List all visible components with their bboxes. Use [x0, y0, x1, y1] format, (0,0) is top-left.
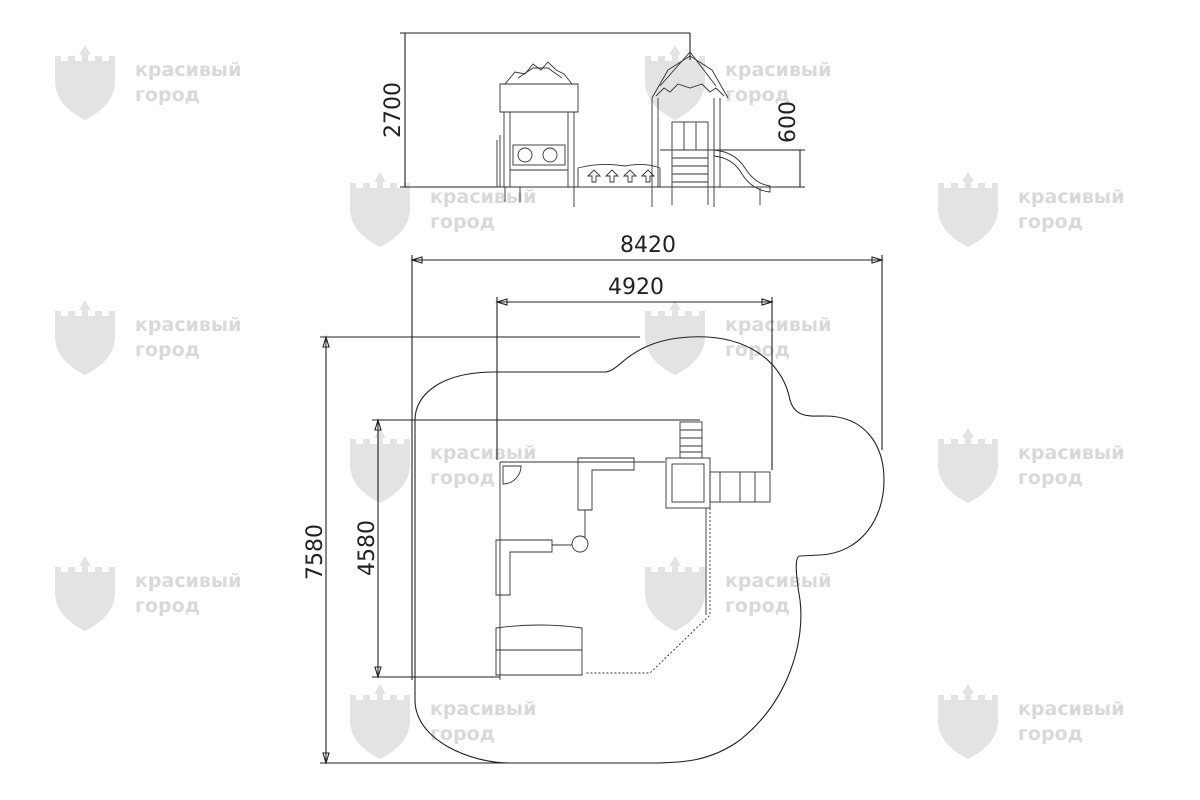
castle-shield-icon — [938, 172, 998, 247]
watermark: красивый город — [55, 300, 241, 375]
castle-shield-icon — [645, 45, 705, 120]
left-house-elevation — [496, 61, 579, 207]
watermark: красивый город — [938, 428, 1124, 503]
castle-shield-icon — [645, 300, 705, 375]
watermark-line2: город — [135, 84, 200, 106]
dim-height-total: 2700 — [381, 82, 406, 138]
watermark: красивый город — [938, 172, 1124, 247]
plan-view: 8420 4920 7580 4580 — [303, 233, 885, 765]
castle-shield-icon — [55, 556, 115, 631]
watermark-line2: город — [430, 467, 495, 489]
castle-shield-icon — [645, 556, 705, 631]
watermark-line1: красивый — [1018, 442, 1124, 464]
watermark-line1: красивый — [430, 442, 536, 464]
castle-shield-icon — [350, 684, 410, 759]
watermark-line1: красивый — [1018, 698, 1124, 720]
watermark-line1: красивый — [135, 314, 241, 336]
watermark-line2: город — [725, 595, 790, 617]
watermark-line2: город — [1018, 723, 1083, 745]
watermark: красивый город — [55, 45, 241, 120]
watermark-line1: красивый — [430, 186, 536, 208]
castle-shield-icon — [938, 428, 998, 503]
watermark-line2: город — [725, 84, 790, 106]
watermark-line1: красивый — [135, 59, 241, 81]
watermark: красивый город — [938, 684, 1124, 759]
watermark-line2: город — [1018, 467, 1083, 489]
dim-depth-inner: 4580 — [355, 520, 380, 576]
castle-shield-icon — [55, 300, 115, 375]
watermark: красивый город — [55, 556, 241, 631]
watermark-line1: красивый — [725, 314, 831, 336]
castle-shield-icon — [55, 45, 115, 120]
watermark: красивый город — [350, 684, 536, 759]
watermark-line1: красивый — [725, 59, 831, 81]
watermark-line2: город — [135, 595, 200, 617]
watermark-line2: город — [1018, 211, 1083, 233]
watermark: красивый город — [350, 172, 536, 247]
dim-height-platform: 600 — [776, 101, 801, 143]
castle-shield-icon — [938, 684, 998, 759]
dim-depth-total: 7580 — [303, 524, 328, 580]
dim-width-total: 8420 — [620, 233, 676, 258]
watermark-line2: город — [430, 211, 495, 233]
watermark-line2: город — [430, 723, 495, 745]
castle-shield-icon — [350, 428, 410, 503]
elevation-view: 2700 600 — [381, 32, 805, 207]
castle-shield-icon — [350, 172, 410, 247]
watermark: красивый город — [350, 428, 536, 503]
safety-zone-outline — [414, 336, 885, 764]
watermark-line1: красивый — [1018, 186, 1124, 208]
tower-elevation — [651, 51, 729, 207]
watermark-line1: красивый — [430, 698, 536, 720]
fence-elevation — [577, 163, 661, 188]
watermark-line2: город — [135, 339, 200, 361]
watermark-layer: красивый город красивый город красивый город к… — [55, 45, 1124, 759]
watermark: красивый город — [645, 556, 831, 631]
equipment-plan — [495, 421, 771, 680]
watermark-line1: красивый — [725, 570, 831, 592]
watermark: красивый город — [645, 45, 831, 120]
watermark-line1: красивый — [135, 570, 241, 592]
dim-width-inner: 4920 — [608, 275, 664, 300]
slide-elevation — [713, 149, 771, 205]
